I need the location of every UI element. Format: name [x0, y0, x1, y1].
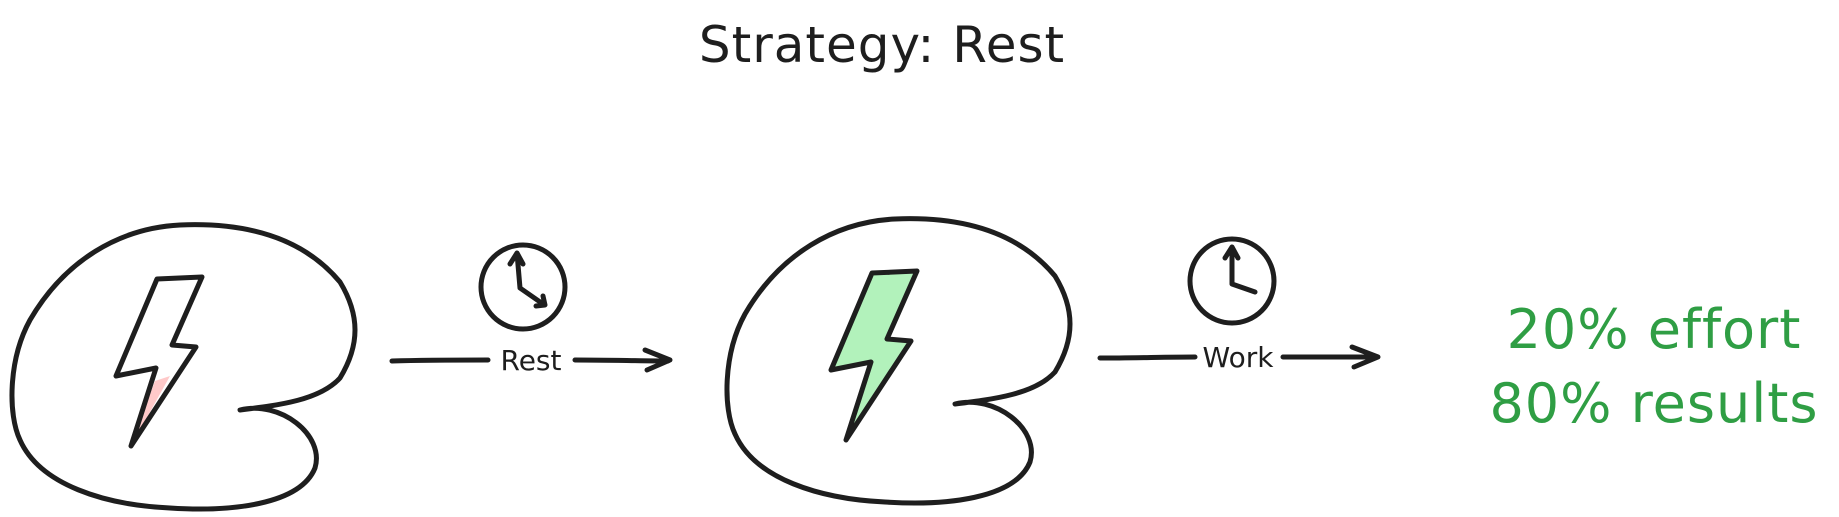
energy-state-low: [9, 222, 358, 512]
edge-line: [389, 357, 671, 364]
bolt-level-fill: [831, 271, 917, 440]
diagram-title: Strategy: Rest: [699, 16, 1065, 74]
edge-line: [1097, 354, 1379, 361]
edge-work: Work: [1097, 236, 1381, 374]
result-results-text: 80% results: [1489, 372, 1818, 435]
edge-label-rest: Rest: [501, 344, 562, 377]
arrow-right-icon: [642, 347, 673, 373]
result-effort-text: 20% effort: [1507, 298, 1802, 361]
bolt-outline: [828, 268, 920, 443]
clock-icon: [1187, 236, 1277, 326]
energy-bolt-icon: [113, 274, 205, 449]
edge-rest: Rest: [389, 242, 673, 377]
bolt-outline: [113, 274, 205, 449]
edge-label-work: Work: [1203, 341, 1275, 374]
energy-state-full: [724, 216, 1073, 506]
result-summary: 20% effort 80% results: [1489, 298, 1818, 435]
speech-bubble-shape: [9, 222, 358, 512]
arrow-right-icon: [1349, 344, 1381, 370]
speech-bubble-shape: [724, 216, 1073, 506]
clock-icon: [478, 242, 568, 332]
energy-bolt-icon: [828, 268, 920, 443]
